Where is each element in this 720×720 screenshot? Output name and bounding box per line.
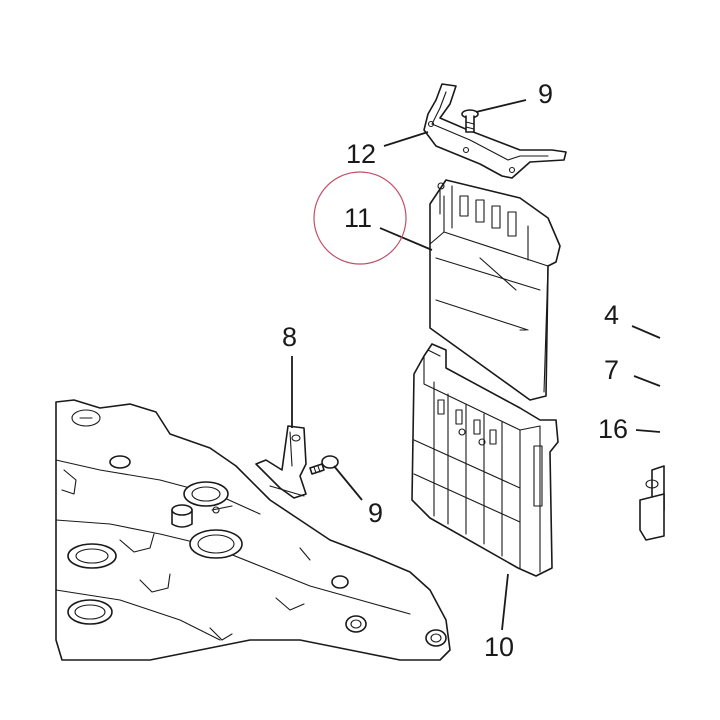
bracket-part-12 [423,83,567,179]
callout-8: 8 [282,322,297,352]
leader-lines [291,99,661,631]
engine-block [55,399,451,661]
right-edge-components [639,465,665,541]
ecu-housing-part-11 [429,179,561,401]
callout-9-bottom: 9 [368,498,383,528]
callout-4: 4 [604,300,619,330]
callout-16: 16 [598,414,628,444]
callout-11: 11 [344,203,372,233]
tray-part-10 [411,343,559,577]
callout-7: 7 [604,355,619,385]
callout-11-highlight-circle [313,171,407,265]
screw-part-9-bottom [309,455,339,475]
callout-10: 10 [484,632,514,662]
screw-part-9-top [461,109,479,133]
callout-9-top: 9 [538,79,553,109]
bracket-part-8 [255,425,307,499]
callout-12: 12 [346,139,376,169]
